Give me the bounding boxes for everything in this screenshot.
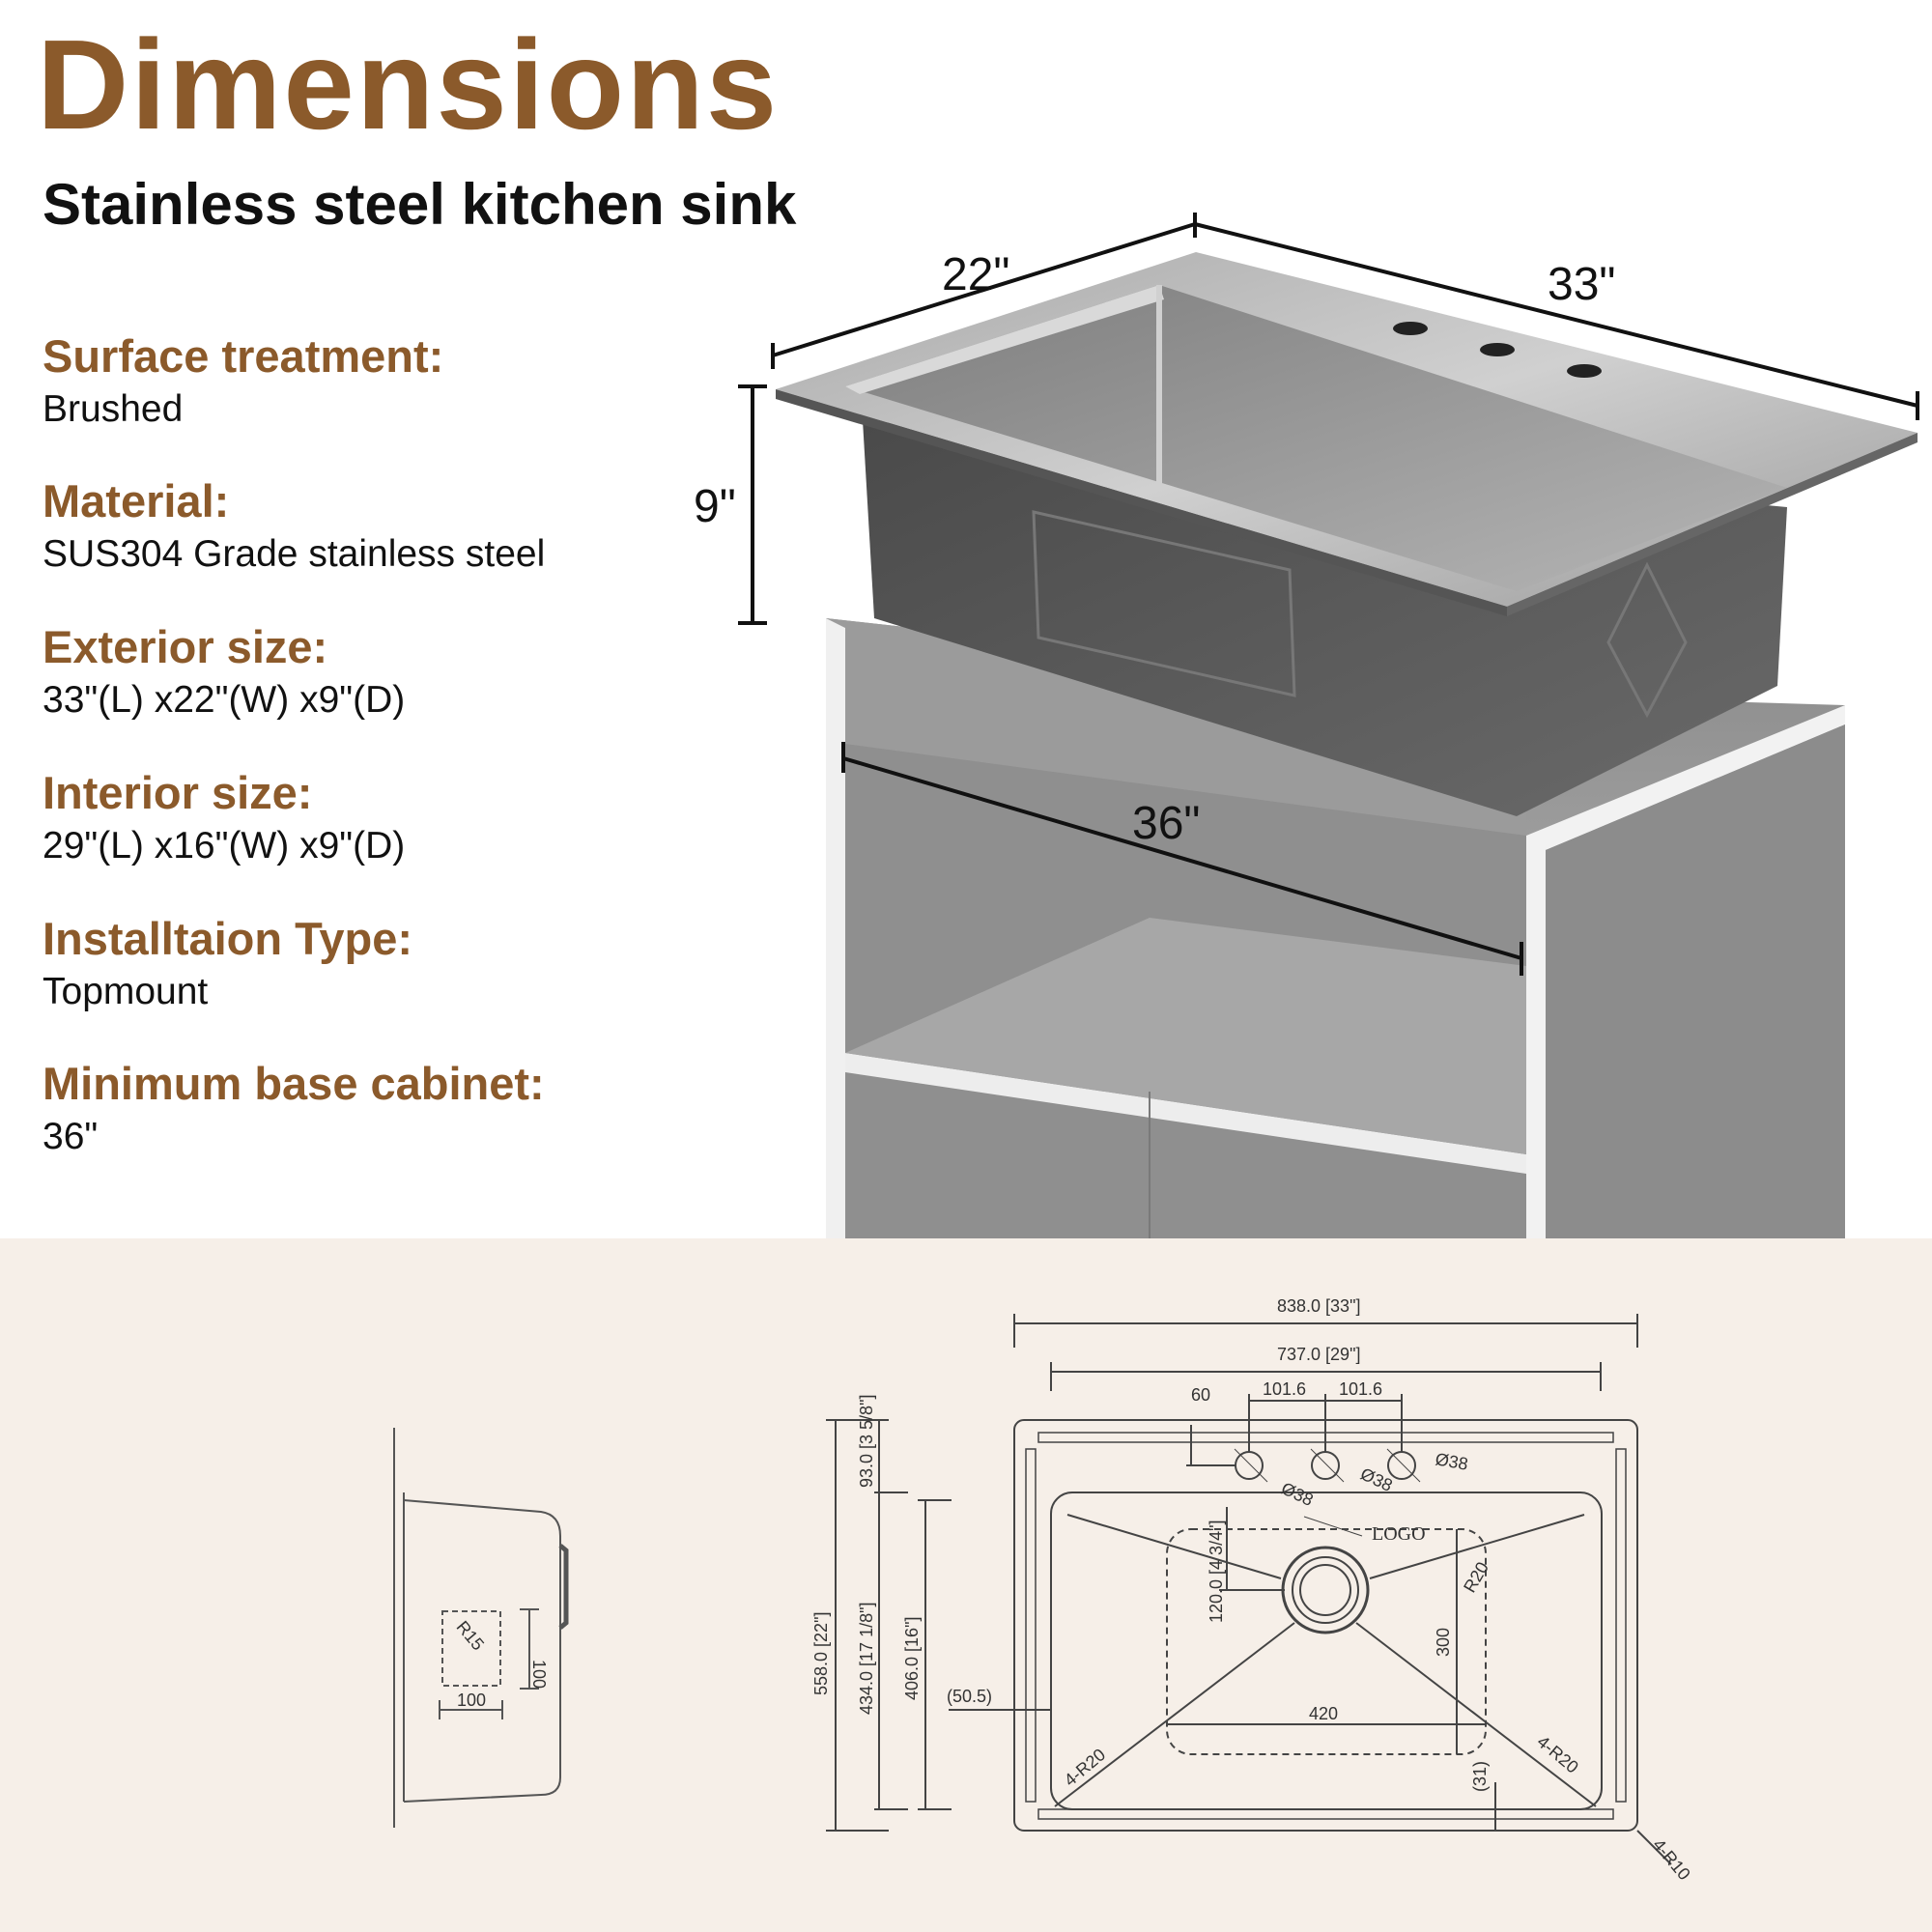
spec-label: Interior size: bbox=[43, 767, 313, 818]
drain-offset-label: 120.0 [4 3/4"] bbox=[1207, 1520, 1226, 1623]
hole-dia-2-label: Ø38 bbox=[1357, 1463, 1395, 1495]
dim-length-label: 33" bbox=[1548, 259, 1615, 310]
front-margin-label: (31) bbox=[1470, 1761, 1490, 1792]
spec-label: Surface treatment: bbox=[43, 330, 444, 382]
inner-length-label: 737.0 [29"] bbox=[1277, 1345, 1360, 1364]
side-margin-label: (50.5) bbox=[947, 1687, 992, 1706]
spec-label: Minimum base cabinet: bbox=[43, 1058, 545, 1109]
hole-dia-1-label: Ø38 bbox=[1278, 1478, 1316, 1510]
logo-label: LOGO bbox=[1372, 1523, 1426, 1545]
outer-radius-label: 4-R10 bbox=[1649, 1835, 1694, 1884]
spec-material: Material: SUS304 Grade stainless steel bbox=[43, 475, 545, 579]
side-radius-label: R15 bbox=[453, 1617, 489, 1654]
top-view-drawing bbox=[826, 1314, 1672, 1865]
dim-depth-label: 9" bbox=[694, 481, 736, 532]
basin-width-label: 300 bbox=[1434, 1628, 1453, 1657]
hole-spacing-2-label: 101.6 bbox=[1339, 1379, 1382, 1399]
spec-value: Brushed bbox=[43, 388, 184, 431]
radius-right-label: 4-R20 bbox=[1533, 1732, 1581, 1777]
overall-length-label: 838.0 [33"] bbox=[1277, 1296, 1360, 1316]
spec-surface-treatment: Surface treatment: Brushed bbox=[43, 330, 443, 434]
dim-width-label: 22" bbox=[942, 249, 1009, 300]
faucet-hole-1 bbox=[1393, 322, 1428, 335]
spec-interior-size: Interior size: 29"(L) x16"(W) x9"(D) bbox=[43, 767, 405, 870]
sink-deck bbox=[776, 252, 1918, 616]
side-profile-drawing bbox=[393, 1428, 569, 1828]
spec-label: Installtaion Type: bbox=[43, 913, 412, 964]
spec-exterior-size: Exterior size: 33"(L) x22"(W) x9"(D) bbox=[43, 621, 405, 724]
spec-value: 33"(L) x22"(W) x9"(D) bbox=[43, 679, 406, 722]
side-100-h-label: 100 bbox=[457, 1690, 486, 1710]
spec-value: Topmount bbox=[43, 971, 209, 1013]
hole-offset-label: 60 bbox=[1191, 1385, 1210, 1405]
dim-cabinet-label: 36" bbox=[1132, 798, 1200, 849]
page-subtitle: Stainless steel kitchen sink bbox=[43, 172, 797, 237]
hole-dia-3-label: Ø38 bbox=[1434, 1449, 1469, 1474]
dimension-lines bbox=[738, 213, 1919, 976]
faucet-hole-3 bbox=[1567, 364, 1602, 378]
overall-width-label: 558.0 [22"] bbox=[811, 1612, 831, 1695]
spec-value: SUS304 Grade stainless steel bbox=[43, 533, 546, 576]
spec-installation-type: Installtaion Type: Topmount bbox=[43, 913, 412, 1016]
spec-minimum-base-cabinet: Minimum base cabinet: 36" bbox=[43, 1058, 545, 1161]
inner-width-a-label: 434.0 [17 1/8"] bbox=[857, 1603, 876, 1715]
drawing-background bbox=[0, 1238, 1932, 1932]
spec-value: 36" bbox=[43, 1116, 99, 1158]
page-title: Dimensions bbox=[37, 14, 780, 156]
corner-radius-label: R20 bbox=[1460, 1558, 1492, 1596]
spec-label: Exterior size: bbox=[43, 621, 328, 672]
spec-label: Material: bbox=[43, 475, 230, 526]
deck-depth-label: 93.0 [3 5/8"] bbox=[857, 1395, 876, 1488]
faucet-hole-2 bbox=[1480, 343, 1515, 356]
side-100-v-label: 100 bbox=[529, 1660, 549, 1689]
spec-value: 29"(L) x16"(W) x9"(D) bbox=[43, 825, 406, 867]
inner-width-b-label: 406.0 [16"] bbox=[902, 1617, 922, 1700]
hole-spacing-1-label: 101.6 bbox=[1263, 1379, 1306, 1399]
basin-length-label: 420 bbox=[1309, 1704, 1338, 1723]
